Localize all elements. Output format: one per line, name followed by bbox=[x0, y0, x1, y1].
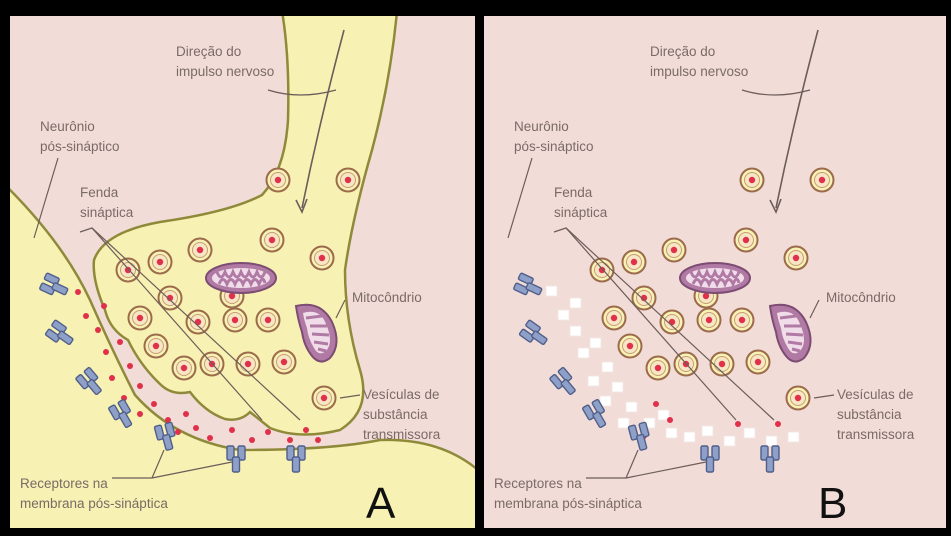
synaptic-vesicle bbox=[735, 229, 758, 252]
mitochondrion bbox=[680, 263, 750, 293]
label-cleft-line1: Fenda bbox=[80, 185, 119, 200]
label-cleft-line2: sináptica bbox=[80, 205, 134, 220]
panel-letter: B bbox=[818, 479, 847, 528]
synaptic-vesicle bbox=[623, 251, 646, 274]
synaptic-vesicle bbox=[187, 311, 210, 334]
synaptic-vesicle bbox=[603, 307, 626, 330]
label-vesicles-line1: Vesículas de bbox=[363, 387, 440, 402]
synaptic-vesicle bbox=[731, 309, 754, 332]
synaptic-vesicle bbox=[633, 287, 656, 310]
synaptic-vesicle bbox=[261, 229, 284, 252]
label-postneuron-line1: Neurônio bbox=[40, 119, 95, 134]
panel-a: Direção do impulso nervoso Neurônio pós-… bbox=[0, 0, 478, 536]
synaptic-vesicle bbox=[647, 357, 670, 380]
synaptic-vesicle bbox=[811, 169, 834, 192]
label-vesicles-line2: substância bbox=[837, 407, 902, 422]
label-direction-line2: impulso nervoso bbox=[176, 64, 274, 79]
label-direction-line1: Direção do bbox=[176, 44, 241, 59]
label-direction-line2: impulso nervoso bbox=[650, 64, 748, 79]
label-postneuron-line1: Neurônio bbox=[514, 119, 569, 134]
synaptic-vesicle bbox=[129, 307, 152, 330]
synaptic-vesicle bbox=[273, 351, 296, 374]
synaptic-vesicle bbox=[747, 351, 770, 374]
synaptic-vesicle bbox=[313, 387, 336, 410]
label-mitochondrion: Mitocôndrio bbox=[826, 290, 896, 305]
synaptic-vesicle bbox=[741, 169, 764, 192]
label-receptors-line2: membrana pós-sináptica bbox=[494, 496, 642, 511]
label-mitochondrion: Mitocôndrio bbox=[352, 290, 422, 305]
panel-b: Direção do impulso nervoso Neurônio pós-… bbox=[474, 0, 951, 536]
mitochondrion bbox=[206, 263, 276, 293]
label-postneuron-line2: pós-sináptico bbox=[40, 139, 120, 154]
synaptic-vesicle bbox=[267, 169, 290, 192]
synaptic-vesicle bbox=[145, 335, 168, 358]
synaptic-vesicle bbox=[173, 357, 196, 380]
synaptic-vesicle bbox=[698, 309, 721, 332]
label-direction-line1: Direção do bbox=[650, 44, 715, 59]
synaptic-vesicle bbox=[785, 247, 808, 270]
label-cleft-line2: sináptica bbox=[554, 205, 608, 220]
label-receptors-line1: Receptores na bbox=[20, 476, 108, 491]
label-postneuron-line2: pós-sináptico bbox=[514, 139, 594, 154]
label-vesicles-line3: transmissora bbox=[837, 427, 915, 442]
label-receptors-line1: Receptores na bbox=[494, 476, 582, 491]
synaptic-vesicle bbox=[149, 251, 172, 274]
synaptic-vesicle bbox=[257, 309, 280, 332]
synaptic-vesicle bbox=[189, 239, 212, 262]
synaptic-vesicle bbox=[311, 247, 334, 270]
synaptic-vesicle bbox=[787, 387, 810, 410]
synaptic-vesicle bbox=[661, 311, 684, 334]
label-vesicles-line1: Vesículas de bbox=[837, 387, 914, 402]
label-vesicles-line2: substância bbox=[363, 407, 428, 422]
synaptic-vesicle bbox=[159, 287, 182, 310]
synaptic-vesicle bbox=[337, 169, 360, 192]
label-vesicles-line3: transmissora bbox=[363, 427, 441, 442]
synaptic-vesicle bbox=[619, 335, 642, 358]
label-receptors-line2: membrana pós-sináptica bbox=[20, 496, 168, 511]
synaptic-vesicle bbox=[663, 239, 686, 262]
label-cleft-line1: Fenda bbox=[554, 185, 593, 200]
synaptic-vesicle bbox=[224, 309, 247, 332]
panel-letter: A bbox=[366, 479, 396, 528]
